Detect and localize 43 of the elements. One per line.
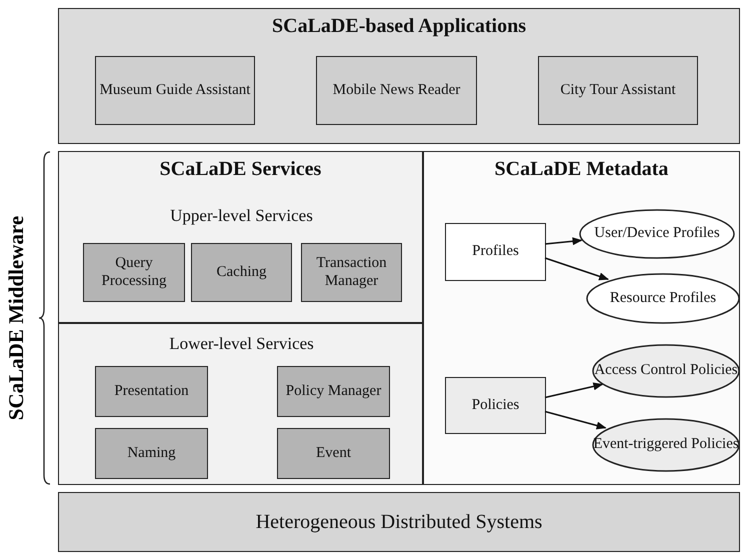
- node-label: Access Control Policies: [594, 362, 738, 380]
- node-label: Heterogeneous Distributed Systems: [256, 510, 542, 534]
- section-heading: SCaLaDE Metadata: [494, 158, 668, 181]
- service-box: [95, 428, 208, 479]
- node-label: Policies: [472, 396, 520, 414]
- metadata-panel: [423, 151, 740, 485]
- application-box: [316, 56, 477, 125]
- service-box: [301, 243, 402, 302]
- node-label: Museum Guide Assistant: [100, 82, 250, 100]
- service-box: [83, 243, 185, 302]
- node-label: Resource Profiles: [610, 290, 716, 308]
- node-label: Caching: [216, 264, 266, 282]
- layer-band: [58, 492, 740, 552]
- arrow: [544, 257, 610, 280]
- layer-label: SCaLaDE Middleware: [4, 214, 29, 422]
- node-label: Query Processing: [100, 255, 168, 290]
- category-box: [445, 377, 546, 434]
- application-box: [95, 56, 255, 125]
- node-label: Mobile News Reader: [332, 82, 460, 100]
- section-heading: SCaLaDE-based Applications: [272, 15, 526, 38]
- node-label: Naming: [127, 444, 176, 462]
- arrow: [544, 410, 607, 430]
- services-panel: [58, 151, 423, 485]
- arrow: [544, 382, 604, 398]
- node-label: City Tour Assistant: [560, 82, 676, 100]
- layer-band: [58, 8, 740, 144]
- node-label: Event-triggered Policies: [593, 436, 739, 454]
- node-label: Event: [316, 444, 351, 462]
- application-box: [538, 56, 698, 125]
- category-box: [445, 223, 546, 281]
- section-heading: Lower-level Services: [169, 334, 314, 354]
- service-box: [277, 428, 390, 479]
- service-box: [191, 243, 292, 302]
- node-label: Profiles: [472, 243, 519, 261]
- node-label: Presentation: [114, 382, 189, 400]
- arrow: [544, 237, 582, 246]
- node-label: Transaction Manager: [315, 255, 388, 290]
- section-heading: SCaLaDE Services: [160, 158, 322, 181]
- node-label: Policy Manager: [286, 382, 382, 400]
- section-heading: Upper-level Services: [170, 206, 313, 226]
- service-box: [277, 366, 390, 417]
- service-box: [95, 366, 208, 417]
- node-label: User/Device Profiles: [594, 225, 720, 243]
